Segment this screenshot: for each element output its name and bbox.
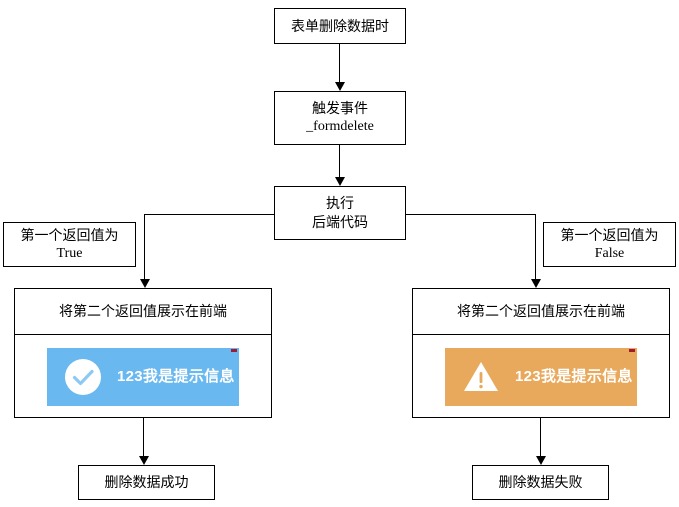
toast-warning-message: 123我是提示信息 (515, 367, 633, 385)
edge-label-return-false: 第一个返回值为 False (543, 222, 676, 267)
node-delete-failure[interactable]: 删除数据失败 (472, 465, 609, 500)
node-event-label-line2: _formdelete (306, 119, 374, 134)
node-delete-success-label: 删除数据成功 (104, 474, 189, 491)
node-trigger-event[interactable]: 触发事件 _formdelete (274, 91, 406, 145)
edge-label-true-line1: 第一个返回值为 (20, 226, 119, 243)
edge-label-true-line2: True (56, 245, 83, 261)
edge-success-to-result (143, 418, 144, 456)
edge-event-to-backend-arrow (335, 177, 345, 186)
node-start-label: 表单删除数据时 (291, 17, 389, 34)
edge-backend-to-success-horizontal (144, 214, 275, 215)
node-form-delete-trigger[interactable]: 表单删除数据时 (274, 8, 406, 44)
toast-corner-marker (629, 349, 635, 352)
warning-triangle-icon (464, 362, 498, 391)
toast-warning: 123我是提示信息 (445, 348, 637, 406)
node-show-second-return-fail[interactable]: 将第二个返回值展示在前端 123我是提示信息 (412, 288, 670, 418)
node-delete-failure-label: 删除数据失败 (498, 474, 583, 491)
edge-backend-to-success-arrow (140, 279, 150, 288)
node-backend-label-line2: 后端代码 (312, 214, 368, 230)
edge-event-to-backend (339, 145, 340, 177)
edge-backend-to-fail-horizontal (405, 214, 536, 215)
edge-backend-to-fail-vertical (535, 214, 536, 279)
edge-start-to-event (339, 44, 340, 82)
check-circle-icon (65, 359, 101, 395)
toast-success: 123我是提示信息 (47, 348, 239, 406)
node-backend-label-line1: 执行 (326, 195, 354, 212)
edge-label-false-line1: 第一个返回值为 (560, 226, 659, 243)
edge-backend-to-success-vertical (144, 214, 145, 279)
edge-label-false-line2: False (594, 245, 625, 261)
node-show-second-return-success[interactable]: 将第二个返回值展示在前端 123我是提示信息 (14, 288, 272, 418)
edge-success-to-result-arrow (139, 456, 149, 465)
edge-fail-to-result (540, 418, 541, 456)
branch-fail-body: 123我是提示信息 (413, 335, 669, 419)
toast-success-message: 123我是提示信息 (117, 367, 235, 385)
node-delete-success[interactable]: 删除数据成功 (78, 465, 215, 500)
branch-success-body: 123我是提示信息 (15, 335, 271, 419)
edge-start-to-event-arrow (335, 82, 345, 91)
node-event-label-line1: 触发事件 (312, 100, 368, 117)
node-execute-backend-code[interactable]: 执行 后端代码 (274, 186, 406, 240)
edge-fail-to-result-arrow (536, 456, 546, 465)
edge-label-return-true: 第一个返回值为 True (3, 222, 136, 267)
edge-backend-to-fail-arrow (531, 279, 541, 288)
toast-corner-marker (231, 349, 237, 352)
branch-fail-title: 将第二个返回值展示在前端 (413, 289, 669, 335)
branch-success-title: 将第二个返回值展示在前端 (15, 289, 271, 335)
